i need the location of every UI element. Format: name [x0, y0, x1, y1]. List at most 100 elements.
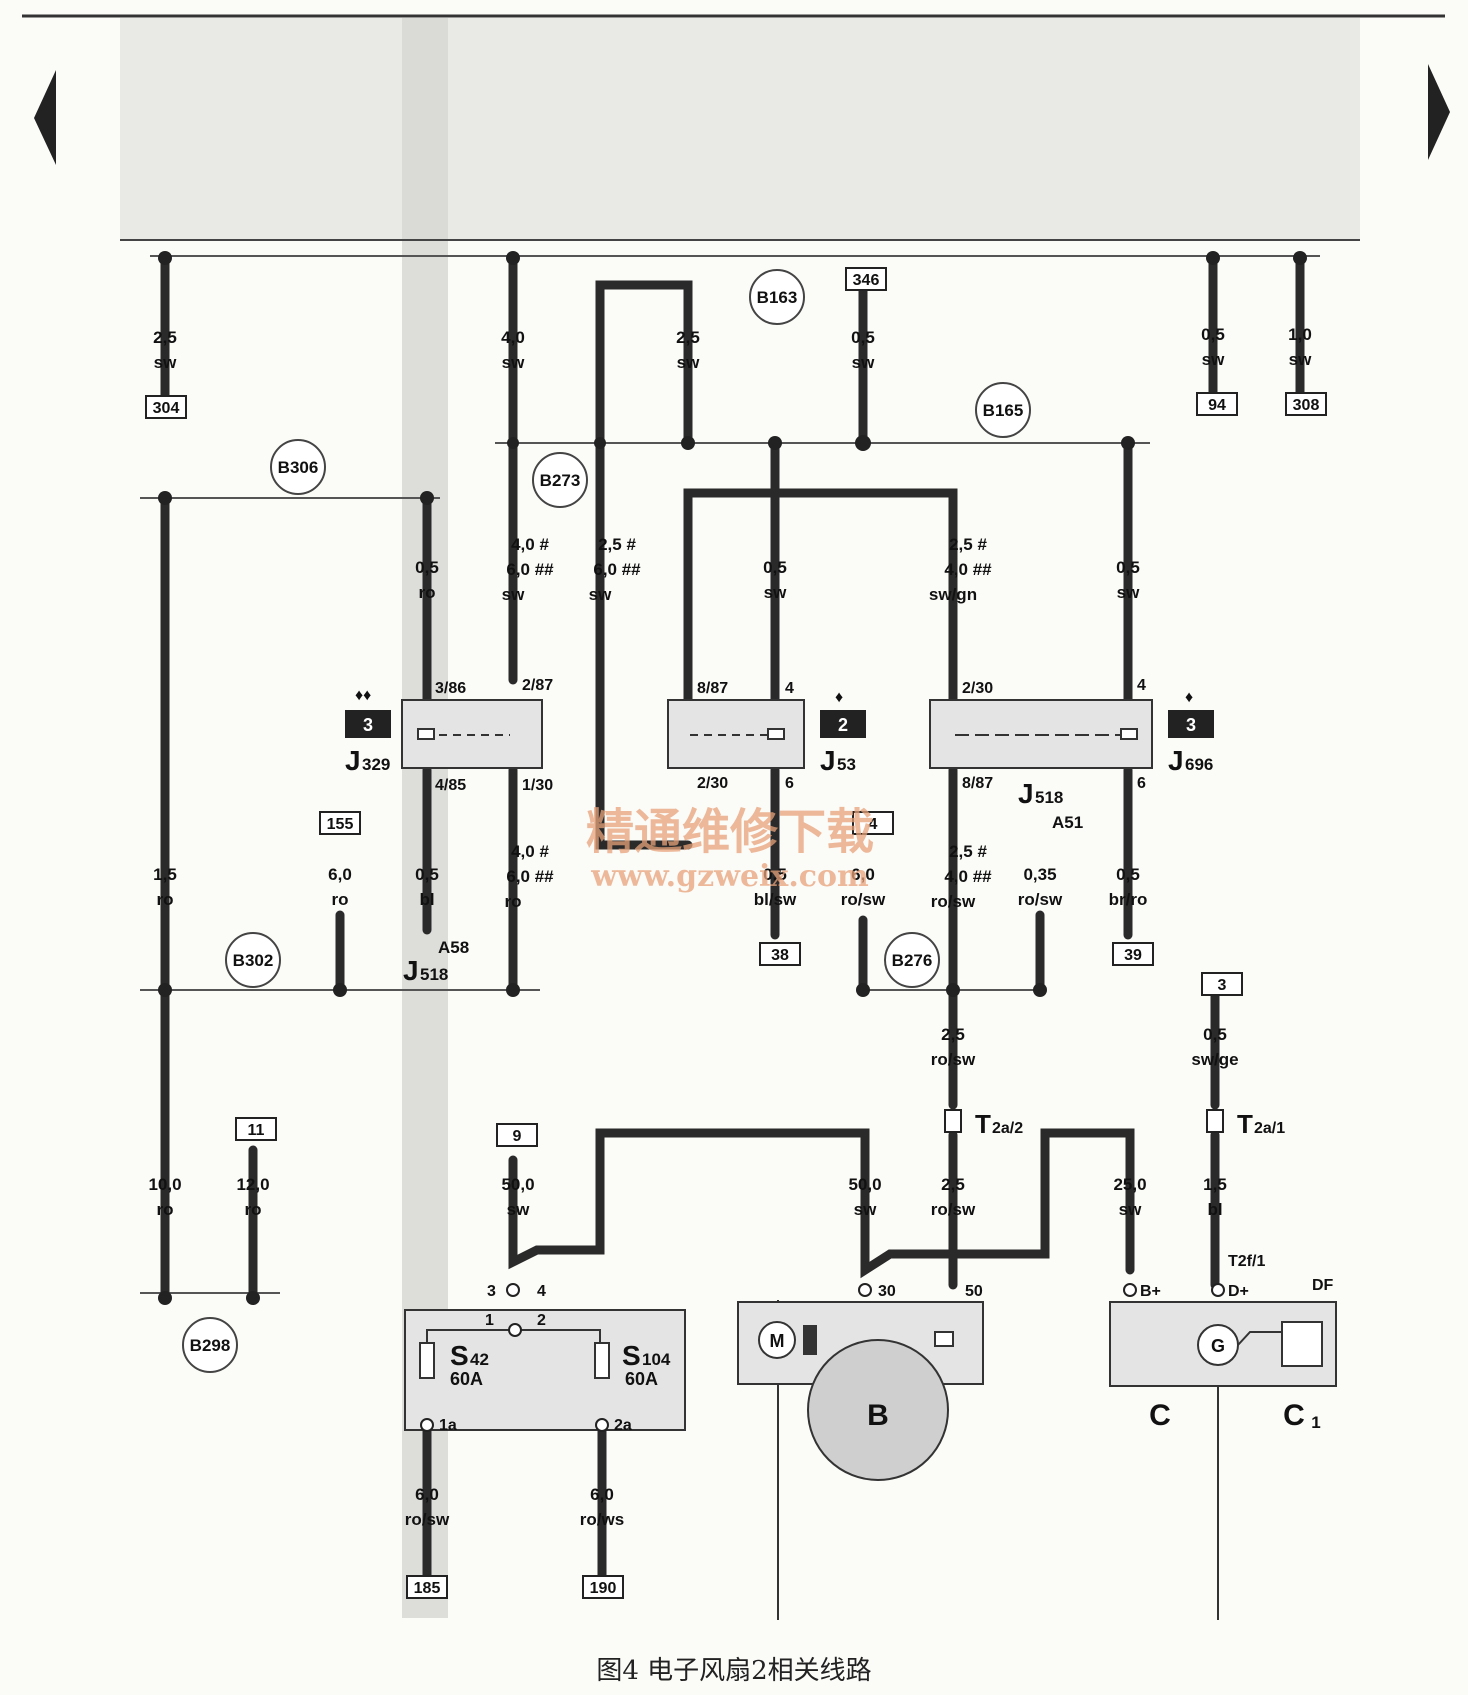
node-b163 [749, 269, 805, 325]
ref-304: 304 [153, 400, 180, 417]
wire-size: 2,5 [676, 328, 700, 347]
fusebox-node [508, 1323, 522, 1337]
pin-label: 4/85 [435, 777, 466, 794]
motor-label: M [770, 1331, 785, 1351]
figure-caption: 图4 电子风扇2相关线路 [596, 1656, 872, 1686]
wire-color: br/ro [1109, 890, 1148, 909]
starter-pin: 30 [878, 1283, 896, 1300]
wire-color: sw [677, 353, 700, 372]
wire-color: bl/sw [754, 890, 797, 909]
ref-308: 308 [1293, 397, 1320, 414]
starter-pin: 50 [965, 1283, 983, 1300]
wire-w9-return [595, 675, 693, 850]
wire-size: 2,5 [153, 328, 177, 347]
pin-label: 2/30 [697, 775, 728, 792]
wire-color: sw [764, 583, 787, 602]
wire-color: ro/sw [931, 1200, 976, 1219]
label-b306: B306 [278, 458, 319, 477]
fuse-s104-icon [594, 1342, 610, 1379]
pin-circles [420, 1283, 1225, 1432]
wire-color: ro [419, 583, 436, 602]
fusebox-pin: 1 [485, 1312, 494, 1329]
wire-color: sw [507, 1200, 530, 1219]
wire-size: 0,5 [1203, 1025, 1227, 1044]
ref-39: 39 [1124, 947, 1142, 964]
starter-label: B [867, 1399, 889, 1432]
wire-color: bl [1207, 1200, 1222, 1219]
relay-j53-coil [767, 728, 785, 740]
node-b306 [270, 439, 326, 495]
pin-label: 8/87 [697, 680, 728, 697]
j53-name: J [820, 745, 836, 776]
wire-size: 2,5 # [949, 842, 987, 861]
wire-color: sw [502, 585, 525, 604]
j696-mark: ♦ [1185, 689, 1193, 706]
j518b-name: J [1018, 778, 1034, 809]
next-arrow-icon[interactable] [1428, 64, 1450, 160]
j696-name: J [1168, 745, 1184, 776]
pin-label: 6 [1137, 775, 1146, 792]
j53-slot: 2 [838, 715, 848, 735]
wire-size: 50,0 [501, 1175, 534, 1194]
wire-size: 6,0 [415, 1485, 439, 1504]
s42-rating: 60A [450, 1369, 483, 1389]
starter-relay-icon [934, 1331, 954, 1347]
wire-size: 2,5 [941, 1175, 965, 1194]
pin-label: 4 [785, 680, 794, 697]
wire-color: sw [1119, 1200, 1142, 1219]
wire-size: 0,5 [415, 558, 439, 577]
wire-w26 [508, 1128, 870, 1270]
wire-size: 6,0 ## [593, 560, 641, 579]
j53-sub: 53 [837, 755, 856, 774]
wire-size: 1,5 [1203, 1175, 1227, 1194]
s104-rating: 60A [625, 1369, 658, 1389]
wire-size: 0,5 [1116, 558, 1140, 577]
wire-size: 1,5 [153, 865, 177, 884]
ref-185: 185 [414, 1580, 441, 1597]
fusebox-pin: 3 [487, 1283, 496, 1300]
wire-color: ro/ws [580, 1510, 624, 1529]
wire-color: sw [1289, 350, 1312, 369]
wire-size: 0,5 [1201, 325, 1225, 344]
wire-w27-w29 [860, 1128, 1135, 1279]
starter-body [807, 1339, 949, 1481]
wire-size: 0,5 [1116, 865, 1140, 884]
wire-size: 50,0 [848, 1175, 881, 1194]
wire-color: sw [1117, 583, 1140, 602]
label-b165: B165 [983, 401, 1024, 420]
wire-color: ro/sw [931, 892, 976, 911]
wire-color: ro [245, 1200, 262, 1219]
t2a2-name: T [975, 1109, 991, 1139]
alternator-pin: D+ [1228, 1283, 1249, 1300]
node-b302 [225, 932, 281, 988]
label-b163: B163 [757, 288, 798, 307]
j518b-pin: A51 [1052, 813, 1083, 832]
wire-size: 0,5 [763, 865, 787, 884]
wire-color: ro [332, 890, 349, 909]
prev-arrow-icon[interactable] [34, 70, 56, 165]
relay-j329-coil [417, 728, 435, 740]
pin-label: 6 [785, 775, 794, 792]
wire-size: 0,5 [763, 558, 787, 577]
ref-190: 190 [590, 1580, 617, 1597]
j53-mark: ♦ [835, 689, 843, 706]
ref-346: 346 [853, 272, 880, 289]
wire-color: sw [1202, 350, 1225, 369]
pin-label: 3/86 [435, 680, 466, 697]
node-b273 [532, 452, 588, 508]
fusebox-pin: 4 [537, 1283, 546, 1300]
regulator-sub: 1 [1311, 1413, 1320, 1432]
j329-slot: 3 [363, 715, 373, 735]
alternator-pin: B+ [1140, 1283, 1161, 1300]
wire-color: ro [505, 892, 522, 911]
t2a2-sub: 2a/2 [992, 1120, 1023, 1137]
j329-mark: ♦♦ [355, 687, 371, 704]
j518a-sub: 518 [420, 965, 448, 984]
wire-color: ro/sw [931, 1050, 976, 1069]
wire-size: 6,0 [590, 1485, 614, 1504]
wire-color: sw [854, 1200, 877, 1219]
pin-label: 4 [1137, 677, 1146, 694]
wire-color: sw/gn [929, 585, 977, 604]
fusebox-pin: 2a [614, 1417, 632, 1434]
